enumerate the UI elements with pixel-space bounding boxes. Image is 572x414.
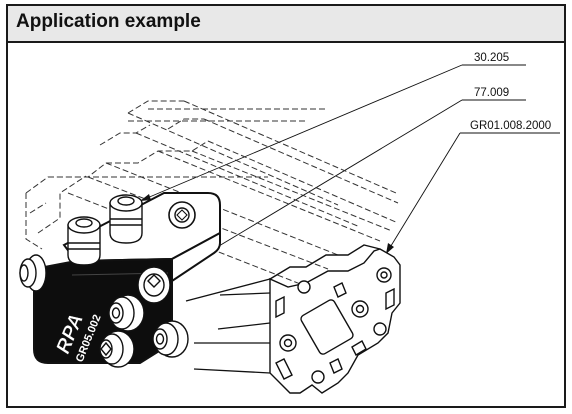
side-fitting-upper	[137, 266, 171, 304]
side-fitting-right	[152, 320, 189, 358]
callout-label: 77.009	[474, 87, 509, 99]
top-fitting-left	[67, 216, 101, 266]
panel-title: Application example	[16, 11, 201, 32]
callout-label: GR01.008.2000	[470, 120, 551, 132]
panel-header: Application example	[8, 6, 564, 43]
top-fitting-right	[109, 194, 143, 244]
aluminium-profile-end-face	[269, 244, 401, 394]
callout-77009: 77.009	[173, 87, 526, 274]
left-fitting	[19, 254, 47, 292]
callout-30205: 30.205	[139, 52, 526, 202]
technical-drawing: 30.205 77.009 GR01.008.2000	[19, 52, 560, 394]
side-fitting-middle	[108, 294, 145, 332]
callout-label: 30.205	[474, 52, 509, 64]
profile-solid-edges	[185, 278, 271, 374]
callout-gr01: GR01.008.2000	[385, 120, 560, 255]
side-fitting-lower	[99, 330, 135, 368]
application-example-panel: Application example 30.205 77.009 GR01.0…	[6, 4, 566, 408]
